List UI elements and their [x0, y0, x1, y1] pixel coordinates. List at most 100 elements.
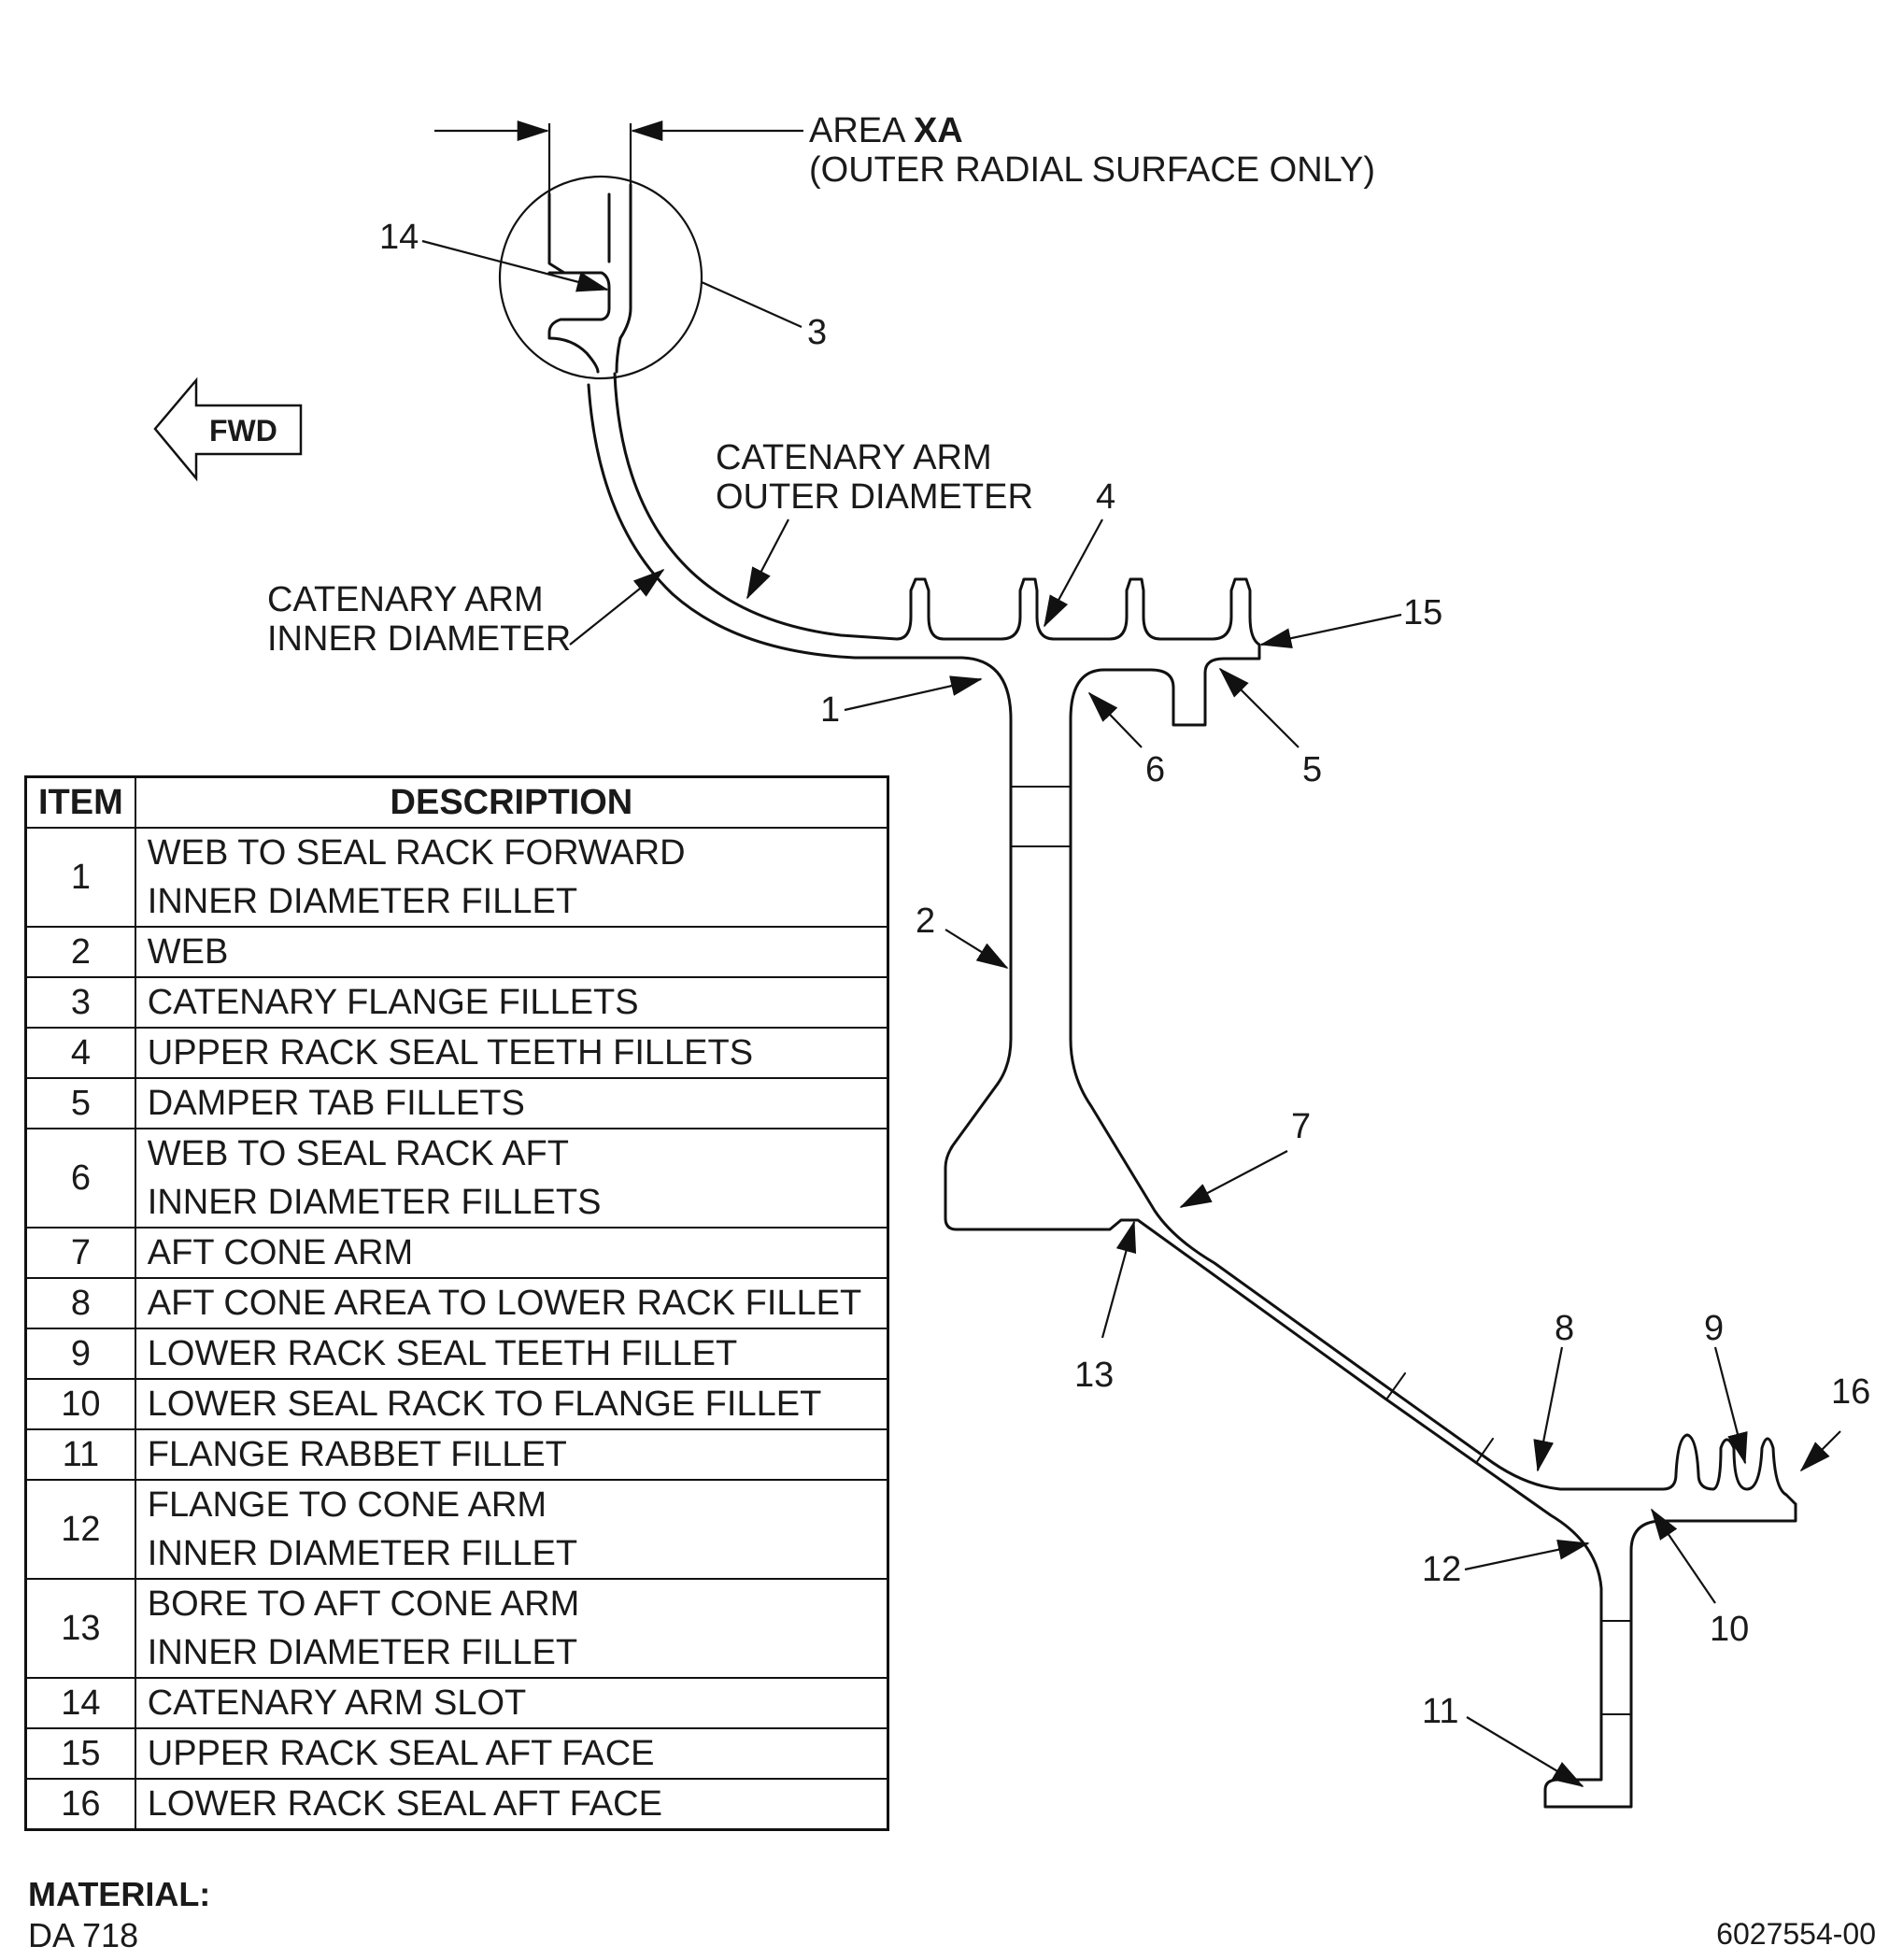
callout-15: 15 [1259, 593, 1442, 649]
callout-13: 13 [1074, 1220, 1137, 1395]
upper-seal-rack [895, 577, 1261, 658]
table-row: 4 UPPER RACK SEAL TEETH FILLETS [24, 1027, 889, 1079]
svg-text:13: 13 [1074, 1356, 1114, 1395]
item-description: LOWER SEAL RACK TO FLANGE FILLET [134, 1378, 889, 1430]
item-number: 10 [24, 1378, 136, 1430]
callout-3: 3 [701, 280, 827, 352]
callout-12: 12 [1422, 1539, 1590, 1589]
callout-9: 9 [1704, 1309, 1748, 1465]
cone-arm-mark-1 [1385, 1372, 1406, 1400]
description-line: CATENARY ARM SLOT [147, 1683, 527, 1723]
callout-11: 11 [1422, 1692, 1584, 1787]
detail-area-xa: AREA XA (OUTER RADIAL SURFACE ONLY) [434, 111, 1375, 380]
callout-5: 5 [1218, 667, 1322, 789]
description-line: BORE TO AFT CONE ARM [147, 1584, 580, 1624]
description-line: INNER DIAMETER FILLETS [147, 1183, 602, 1222]
svg-text:CATENARY ARM: CATENARY ARM [267, 580, 544, 619]
svg-text:1: 1 [820, 690, 840, 730]
item-description: WEB TO SEAL RACK AFT INNER DIAMETER FILLE… [134, 1128, 889, 1229]
item-description: FLANGE RABBET FILLET [134, 1428, 889, 1481]
callout-catenary-id: CATENARY ARM INNER DIAMETER [267, 568, 665, 659]
description-line: INNER DIAMETER FILLET [147, 1534, 578, 1573]
drawing-number: 6027554-00 [1716, 1917, 1876, 1951]
header-item: ITEM [24, 775, 136, 829]
item-number: 5 [24, 1077, 136, 1129]
material-value: DA 718 [28, 1916, 139, 1954]
callout-6: 6 [1087, 691, 1165, 789]
callout-catenary-od: CATENARY ARM OUTER DIAMETER [716, 438, 1033, 600]
description-line: LOWER RACK SEAL AFT FACE [147, 1784, 662, 1824]
item-number: 16 [24, 1778, 136, 1831]
description-line: INNER DIAMETER FILLET [147, 1633, 578, 1672]
header-description: DESCRIPTION [134, 775, 889, 829]
item-description: AFT CONE AREA TO LOWER RACK FILLET [134, 1277, 889, 1329]
item-description: LOWER RACK SEAL AFT FACE [134, 1778, 889, 1831]
callout-7: 7 [1179, 1107, 1311, 1208]
table-row: 16 LOWER RACK SEAL AFT FACE [24, 1778, 889, 1831]
item-description: CATENARY ARM SLOT [134, 1677, 889, 1729]
description-line: FLANGE TO CONE ARM [147, 1485, 547, 1525]
item-description: WEB [134, 926, 889, 978]
item-description: LOWER RACK SEAL TEETH FILLET [134, 1328, 889, 1380]
description-line: AFT CONE AREA TO LOWER RACK FILLET [147, 1284, 862, 1323]
item-number: 7 [24, 1227, 136, 1279]
flange-section-mark [1600, 1620, 1632, 1715]
table-row: 9 LOWER RACK SEAL TEETH FILLET [24, 1328, 889, 1380]
table-row: 13 BORE TO AFT CONE ARM INNER DIAMETER FIL… [24, 1578, 889, 1679]
svg-text:12: 12 [1422, 1550, 1461, 1589]
item-number: 8 [24, 1277, 136, 1329]
description-line: WEB TO SEAL RACK AFT [147, 1134, 569, 1173]
description-line: LOWER RACK SEAL TEETH FILLET [147, 1334, 738, 1373]
item-description: BORE TO AFT CONE ARM INNER DIAMETER FILLE… [134, 1578, 889, 1679]
item-number: 9 [24, 1328, 136, 1380]
callout-14: 14 [379, 218, 609, 292]
item-description: CATENARY FLANGE FILLETS [134, 976, 889, 1029]
area-callout: AREA XA [809, 111, 963, 150]
table-row: 7 AFT CONE ARM [24, 1227, 889, 1279]
description-line: AFT CONE ARM [147, 1233, 414, 1272]
callout-10: 10 [1651, 1508, 1749, 1649]
description-line: CATENARY FLANGE FILLETS [147, 983, 639, 1022]
item-number: 13 [24, 1578, 136, 1679]
disk-outline [587, 372, 1797, 1809]
callout-16: 16 [1799, 1372, 1870, 1472]
item-description: DAMPER TAB FILLETS [134, 1077, 889, 1129]
svg-text:9: 9 [1704, 1309, 1724, 1348]
item-description: AFT CONE ARM [134, 1227, 889, 1279]
fwd-arrow: FWD [153, 376, 303, 482]
svg-text:3: 3 [807, 313, 827, 352]
svg-text:16: 16 [1831, 1372, 1870, 1412]
svg-text:CATENARY ARM: CATENARY ARM [716, 438, 992, 477]
material-note: MATERIAL: DA 718 [28, 1874, 210, 1956]
description-line: WEB [147, 932, 229, 972]
material-label: MATERIAL: [28, 1875, 211, 1913]
svg-text:4: 4 [1096, 477, 1115, 517]
callout-4: 4 [1044, 477, 1115, 628]
catenary-arm-inner [587, 383, 1013, 721]
description-line: UPPER RACK SEAL TEETH FILLETS [147, 1033, 754, 1072]
area-note: (OUTER RADIAL SURFACE ONLY) [809, 150, 1375, 190]
catenary-arm-outer [613, 372, 899, 641]
item-number: 12 [24, 1479, 136, 1580]
web-section-mark [1010, 786, 1072, 847]
table-row: 8 AFT CONE AREA TO LOWER RACK FILLET [24, 1277, 889, 1329]
catenary-flange-detail [547, 183, 632, 374]
svg-text:14: 14 [379, 218, 419, 257]
item-description: UPPER RACK SEAL TEETH FILLETS [134, 1027, 889, 1079]
svg-text:INNER DIAMETER: INNER DIAMETER [267, 619, 571, 659]
svg-text:7: 7 [1291, 1107, 1311, 1146]
svg-text:10: 10 [1710, 1610, 1749, 1649]
detail-circle [498, 175, 703, 380]
web-aft-face [1069, 717, 1797, 1506]
item-number: 4 [24, 1027, 136, 1079]
